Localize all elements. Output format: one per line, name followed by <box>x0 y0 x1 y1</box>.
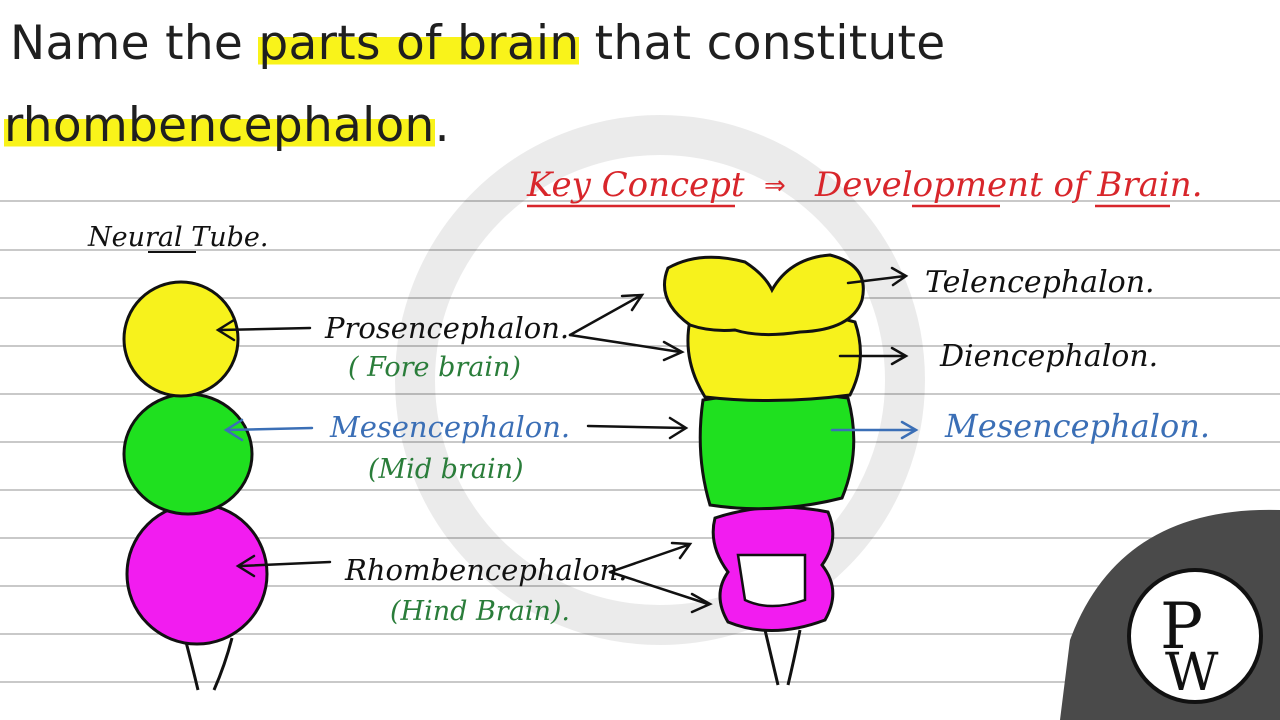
neural-tube-label: Neural Tube. <box>87 222 268 253</box>
diencephalon-label: Diencephalon. <box>939 339 1158 374</box>
fore-brain-label: ( Fore brain) <box>348 352 521 383</box>
hind-brain-label: (Hind Brain). <box>390 596 570 627</box>
hindbrain-inner <box>736 553 807 608</box>
question-line-1: Name the parts of brain that constitute <box>10 16 945 71</box>
key-concept-arrow: ⇒ <box>764 171 786 201</box>
telencephalon-label: Telencephalon. <box>925 265 1155 300</box>
forebrain-vesicle <box>122 280 240 398</box>
left-labels: Prosencephalon. ( Fore brain) Mesencepha… <box>324 311 627 627</box>
question-text: Name the <box>10 16 259 71</box>
developed-brain-diagram <box>663 253 865 686</box>
mid-brain-label: (Mid brain) <box>368 454 524 485</box>
midbrain-vesicle <box>122 392 254 516</box>
question-text: . <box>434 98 450 153</box>
neural-tube-diagram <box>122 280 269 691</box>
pointer-arrows <box>215 266 919 614</box>
spinal-cord-right <box>763 629 802 686</box>
mesencephalon-label-right: Mesencephalon. <box>944 407 1210 445</box>
pw-logo: P W <box>1060 509 1280 720</box>
key-concept-heading: Key Concept ⇒ Development of Brain. <box>526 165 1203 205</box>
key-concept-label: Key Concept <box>526 165 745 205</box>
hindbrain-vesicle <box>125 502 269 646</box>
development-of-brain-label: Development of Brain. <box>814 165 1203 205</box>
mesencephalon-label-left: Mesencephalon. <box>329 410 570 444</box>
logo-letter-p: P <box>1160 590 1203 664</box>
highlighted-text: parts of brain <box>258 16 580 71</box>
prosencephalon-label: Prosencephalon. <box>324 311 569 345</box>
watermark <box>395 115 925 645</box>
logo-letter-w: W <box>1165 643 1219 703</box>
highlighted-text: rhombencephalon <box>4 98 435 153</box>
logo-circle <box>1127 568 1263 704</box>
right-labels: Telencephalon. Diencephalon. Mesencephal… <box>925 265 1210 445</box>
telencephalon-region <box>663 253 865 337</box>
rhombencephalon-label: Rhombencephalon. <box>344 553 627 587</box>
question-line-2: rhombencephalon. <box>4 98 450 153</box>
question-text: that constitute <box>579 16 946 71</box>
mesencephalon-region <box>698 391 856 511</box>
